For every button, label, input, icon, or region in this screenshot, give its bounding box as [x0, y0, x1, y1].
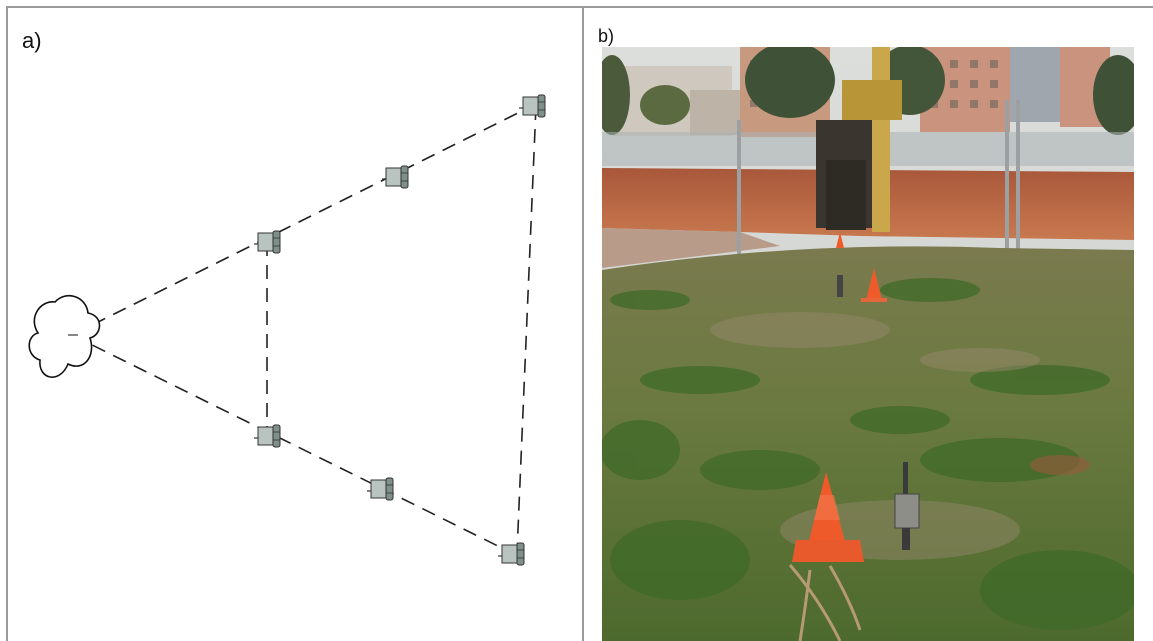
source-cloud-icon	[28, 294, 101, 378]
sensor-spike-icon	[837, 275, 843, 297]
connection-lines	[71, 105, 537, 554]
geophone-sensor-icon	[894, 462, 920, 550]
panel-b-label: b)	[598, 26, 615, 46]
traffic-cone-icon	[792, 472, 864, 562]
panel-divider	[582, 6, 584, 641]
traffic-cone-icon	[866, 268, 882, 300]
figure-frame	[6, 6, 1153, 641]
array-diagram	[28, 94, 546, 566]
panel-a-label: a)	[22, 28, 42, 53]
drilling-rig	[816, 47, 902, 232]
